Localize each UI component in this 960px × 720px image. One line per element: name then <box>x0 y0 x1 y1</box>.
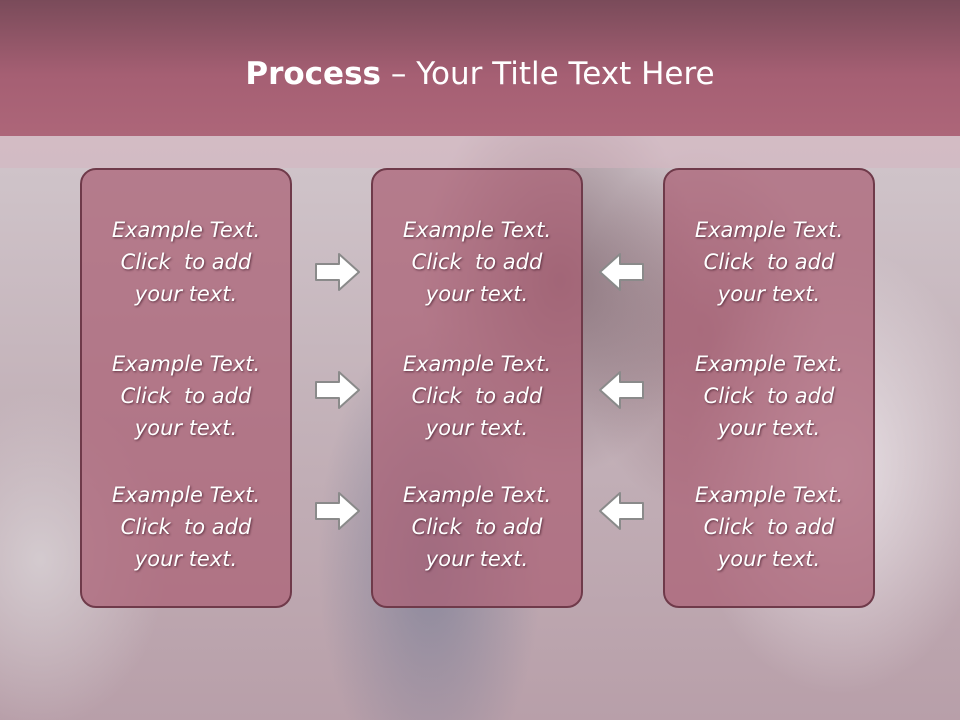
text-line: Click to add <box>411 384 543 408</box>
text-line: Example Text. <box>111 483 261 507</box>
text-line: Click to add <box>411 250 543 274</box>
text-item[interactable]: Example Text. Click to add your text. <box>373 348 581 444</box>
text-line: your text. <box>425 416 529 440</box>
text-item[interactable]: Example Text. Click to add your text. <box>665 348 873 444</box>
title-bold: Process <box>245 56 381 92</box>
text-box-center[interactable]: Example Text. Click to add your text. Ex… <box>371 168 583 608</box>
text-box-right[interactable]: Example Text. Click to add your text. Ex… <box>663 168 875 608</box>
arrow-right-icon <box>315 371 360 409</box>
arrow-left-icon <box>599 371 644 409</box>
arrow-right-icon <box>315 492 360 530</box>
text-line: your text. <box>425 547 529 571</box>
text-line: Click to add <box>703 384 835 408</box>
header-accent-strip <box>0 136 960 168</box>
text-line: Example Text. <box>402 218 552 242</box>
text-line: Example Text. <box>402 483 552 507</box>
text-item[interactable]: Example Text. Click to add your text. <box>665 214 873 310</box>
text-item[interactable]: Example Text. Click to add your text. <box>373 479 581 575</box>
text-line: Click to add <box>703 515 835 539</box>
text-line: Example Text. <box>694 352 844 376</box>
text-line: Click to add <box>703 250 835 274</box>
text-box-left[interactable]: Example Text. Click to add your text. Ex… <box>80 168 292 608</box>
text-item[interactable]: Example Text. Click to add your text. <box>82 479 290 575</box>
text-line: your text. <box>425 282 529 306</box>
text-line: your text. <box>717 547 821 571</box>
slide-title[interactable]: Process – Your Title Text Here <box>0 52 960 96</box>
text-item[interactable]: Example Text. Click to add your text. <box>373 214 581 310</box>
title-bar: Process – Your Title Text Here <box>0 0 960 136</box>
text-line: your text. <box>134 416 238 440</box>
text-line: Click to add <box>120 384 252 408</box>
text-item[interactable]: Example Text. Click to add your text. <box>665 479 873 575</box>
text-line: Example Text. <box>694 218 844 242</box>
text-line: Click to add <box>411 515 543 539</box>
text-item[interactable]: Example Text. Click to add your text. <box>82 214 290 310</box>
text-line: your text. <box>134 547 238 571</box>
text-line: Example Text. <box>694 483 844 507</box>
text-line: Example Text. <box>111 218 261 242</box>
text-line: Click to add <box>120 250 252 274</box>
text-line: Example Text. <box>111 352 261 376</box>
text-line: your text. <box>717 416 821 440</box>
arrow-left-icon <box>599 492 644 530</box>
text-line: Example Text. <box>402 352 552 376</box>
text-line: Click to add <box>120 515 252 539</box>
text-item[interactable]: Example Text. Click to add your text. <box>82 348 290 444</box>
text-line: your text. <box>134 282 238 306</box>
text-line: your text. <box>717 282 821 306</box>
arrow-right-icon <box>315 253 360 291</box>
title-rest: – Your Title Text Here <box>381 56 715 92</box>
arrow-left-icon <box>599 253 644 291</box>
